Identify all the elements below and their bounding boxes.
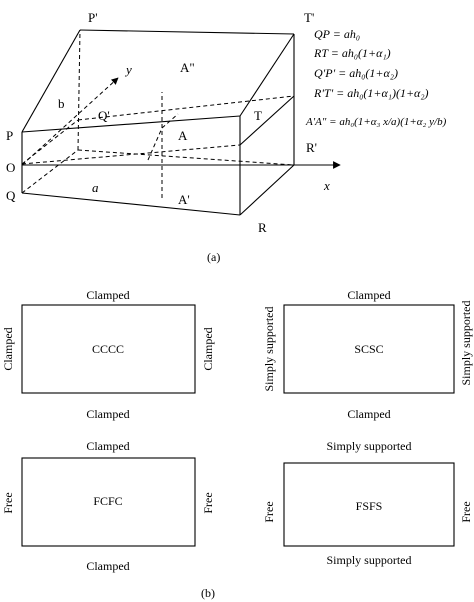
edge-R-Rprime	[239, 164, 295, 216]
left-edge-label: Free	[1, 492, 15, 513]
plate-rectangle	[283, 304, 455, 394]
hidden-Qprime-Pprime	[77, 29, 81, 151]
equation-AprimeAdprime: A'A" = ah₀(1+α₃ x/a)(1+α₂ y/b)	[305, 116, 447, 128]
label-Q-prime: Q'	[98, 108, 110, 123]
plate-rectangle	[283, 462, 455, 547]
thickness-equations: QP = ah₀ RT = ah₀(1+α₁) Q'P' = ah₀(1+α₂)…	[305, 27, 447, 128]
bottom-edge-label: Simply supported	[326, 553, 411, 567]
edge-T-Tprime	[239, 33, 295, 117]
bottom-edge-label: Clamped	[86, 559, 129, 573]
bottom-edge-label: Clamped	[347, 407, 390, 421]
label-x-axis: x	[323, 178, 330, 193]
boundary-code: FCFC	[93, 494, 122, 508]
hidden-mid-plane-front	[21, 144, 241, 165]
edge-mid-plane-front	[239, 95, 295, 146]
top-edge-label: Simply supported	[326, 439, 411, 453]
edge-P-T	[21, 115, 241, 133]
panel-cccc: Clamped Clamped Clamped Clamped CCCC	[1, 288, 215, 421]
edge-Q-R	[21, 192, 241, 216]
label-a: a	[92, 180, 99, 195]
label-A-dprime: A"	[180, 60, 195, 75]
hidden-A-line-b	[147, 127, 163, 161]
top-edge-label: Clamped	[86, 439, 129, 453]
equation-RprimeTprime: R'T' = ah₀(1+α₁)(1+α₂)	[313, 86, 429, 100]
equation-RT: RT = ah₀(1+α₁)	[313, 46, 391, 60]
label-P-prime: P'	[88, 10, 98, 25]
plate-3d-drawing	[21, 29, 295, 216]
hidden-A-line	[161, 113, 179, 129]
label-R: R	[258, 220, 267, 235]
caption-b: (b)	[201, 586, 215, 600]
label-T: T	[254, 108, 262, 123]
panel-scsc: Clamped Clamped Simply supported Simply …	[262, 288, 473, 421]
boundary-code: CCCC	[92, 342, 124, 356]
left-edge-label: Free	[262, 501, 276, 522]
hidden-mid-plane-back	[21, 119, 79, 165]
edge-Pprime-Tprime	[79, 29, 295, 35]
edge-P-Pprime	[21, 29, 81, 133]
top-edge-label: Clamped	[347, 288, 390, 302]
boundary-code: FSFS	[356, 499, 383, 513]
left-edge-label: Clamped	[1, 327, 15, 370]
plate-hidden-lines	[21, 29, 295, 198]
right-edge-label: Simply supported	[459, 300, 473, 385]
bottom-edge-label: Clamped	[86, 407, 129, 421]
top-edge-label: Clamped	[86, 288, 129, 302]
panel-fsfs: Simply supported Simply supported Free F…	[262, 439, 473, 567]
label-A: A	[178, 128, 188, 143]
panel-fcfc: Clamped Clamped Free Free FCFC	[1, 439, 215, 573]
hidden-Q-Qprime	[21, 149, 79, 194]
hidden-Qprime-Rprime	[77, 149, 295, 166]
label-T-prime: T'	[304, 10, 314, 25]
label-y-axis: y	[124, 62, 132, 77]
right-edge-label: Free	[459, 501, 473, 522]
right-edge-label: Free	[201, 492, 215, 513]
hidden-mid-plane-diag	[77, 95, 295, 121]
plate-rectangle	[21, 304, 196, 394]
label-P: P	[6, 128, 13, 143]
right-edge-label: Clamped	[201, 327, 215, 370]
label-R-prime: R'	[306, 140, 317, 155]
left-edge-label: Simply supported	[262, 306, 276, 391]
y-axis	[21, 77, 119, 166]
label-b: b	[58, 96, 65, 111]
equation-QP: QP = ah₀	[314, 27, 360, 41]
plate-rectangle	[21, 457, 196, 547]
label-Q: Q	[6, 188, 16, 203]
label-O: O	[6, 160, 15, 175]
caption-a: (a)	[207, 250, 220, 264]
equation-QprimePprime: Q'P' = ah₀(1+α₂)	[314, 66, 398, 80]
boundary-code: SCSC	[354, 342, 383, 356]
label-A-prime: A'	[178, 192, 190, 207]
